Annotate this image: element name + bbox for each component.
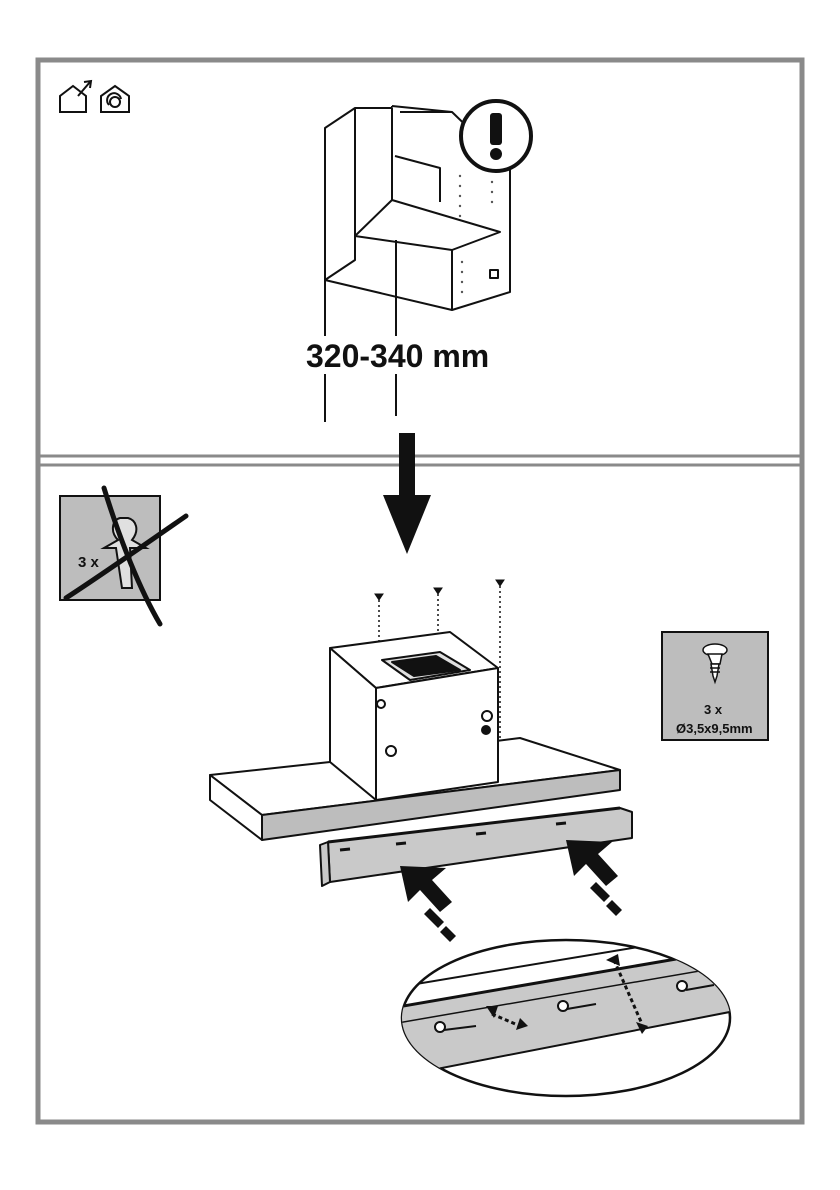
screw-quantity-label: 3 x <box>704 702 723 717</box>
cooker-hood <box>210 632 620 840</box>
outdoor-venting-icon <box>60 81 91 112</box>
screw-spec-label: Ø3,5x9,5mm <box>676 721 753 736</box>
down-arrow-icon <box>383 433 431 554</box>
clip-box: 3 x <box>60 488 186 624</box>
push-arrow-right <box>566 840 622 916</box>
warning-icon <box>461 101 531 171</box>
recirculation-icon <box>101 86 129 112</box>
clip-quantity-label: 3 x <box>78 554 100 571</box>
push-arrow-left <box>400 866 456 942</box>
zoom-detail <box>380 930 740 1096</box>
dimension-label: 320-340 mm <box>306 338 489 374</box>
screw-box: 3 x Ø3,5x9,5mm <box>662 632 768 740</box>
